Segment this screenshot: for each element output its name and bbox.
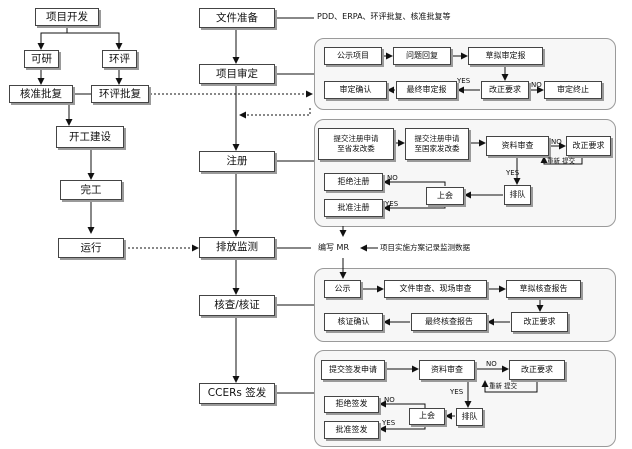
monitoring-data-note: 项目实施方案记录监测数据 — [380, 243, 470, 252]
feasibility-study-box: 可研 — [24, 50, 59, 68]
issuance-resubmit-label: 重新 提交 — [489, 382, 518, 390]
registration-approve-box: 批准注册 — [324, 199, 383, 217]
submit-national-ndrc-box: 提交注册申请 至国家发改委 — [405, 128, 469, 160]
emission-monitoring-box: 排放监测 — [199, 237, 275, 258]
draft-verification-report-box: 草拟核查报告 — [506, 280, 581, 298]
registration-no-label: NO — [551, 138, 562, 146]
approval-reply-box: 核准批复 — [9, 85, 73, 103]
issuance-queue-box: 排队 — [456, 408, 483, 426]
issuance-meeting-box: 上会 — [409, 408, 445, 425]
document-preparation-box: 文件准备 — [199, 8, 275, 28]
issuance-correction-box: 改正要求 — [509, 360, 565, 380]
registration-yes-label: YES — [506, 169, 520, 177]
draft-validation-report-box: 草拟审定报 — [468, 47, 543, 65]
operation-box: 运行 — [58, 238, 124, 258]
issuance-approve-yes-label: YES — [382, 419, 396, 427]
validation-yes-label: YES — [457, 77, 471, 85]
issuance-yes-label: YES — [450, 388, 464, 396]
ccer-issuance-box: CCERs 签发 — [199, 383, 275, 404]
final-validation-report-box: 最终审定报 — [396, 81, 457, 99]
submit-issuance-application-box: 提交签发申请 — [321, 360, 385, 380]
write-mr-note: 编写 MR — [318, 243, 350, 252]
question-reply-box: 问题回复 — [393, 47, 451, 65]
validation-confirmation-box: 审定确认 — [324, 81, 387, 99]
approve-yes-label: YES — [385, 200, 399, 208]
registration-box: 注册 — [199, 151, 275, 172]
required-documents-note: PDD、ERPA、环评批复、核准批复等 — [317, 12, 451, 21]
issuance-approve-box: 批准签发 — [324, 421, 379, 439]
publish-project-box: 公示项目 — [324, 47, 382, 65]
project-development-box: 项目开发 — [35, 8, 99, 26]
submit-provincial-ndrc-box: 提交注册申请 至省发改委 — [318, 128, 394, 160]
verification-certification-box: 核查/核证 — [199, 295, 275, 316]
completion-box: 完工 — [60, 180, 122, 200]
registration-resubmit-label: 重新 提交 — [547, 157, 576, 165]
registration-queue-box: 排队 — [504, 185, 531, 205]
issuance-no-label: NO — [486, 360, 497, 368]
eia-approval-box: 环评批复 — [91, 85, 149, 103]
project-validation-box: 项目审定 — [199, 64, 275, 84]
validation-no-label: NO — [531, 81, 542, 89]
issuance-reject-no-label: NO — [384, 396, 395, 404]
registration-meeting-box: 上会 — [426, 187, 464, 205]
reject-no-label: NO — [387, 174, 398, 182]
validation-correction-box: 改正要求 — [481, 81, 529, 99]
final-verification-report-box: 最终核查报告 — [411, 313, 487, 331]
certification-confirmation-box: 核证确认 — [324, 313, 383, 331]
issuance-document-review-box: 资料审查 — [419, 360, 475, 380]
registration-correction-box: 改正要求 — [566, 136, 611, 156]
registration-reject-box: 拒绝注册 — [324, 173, 383, 191]
validation-termination-box: 审定终止 — [544, 81, 602, 99]
document-site-review-box: 文件审查、现场审查 — [384, 280, 487, 298]
construction-start-box: 开工建设 — [56, 126, 124, 148]
verification-publish-box: 公示 — [324, 280, 361, 298]
eia-box: 环评 — [102, 50, 137, 68]
verification-correction-box: 改正要求 — [511, 312, 568, 332]
registration-document-review-box: 资料审查 — [486, 136, 549, 156]
issuance-reject-box: 拒绝签发 — [324, 396, 379, 413]
